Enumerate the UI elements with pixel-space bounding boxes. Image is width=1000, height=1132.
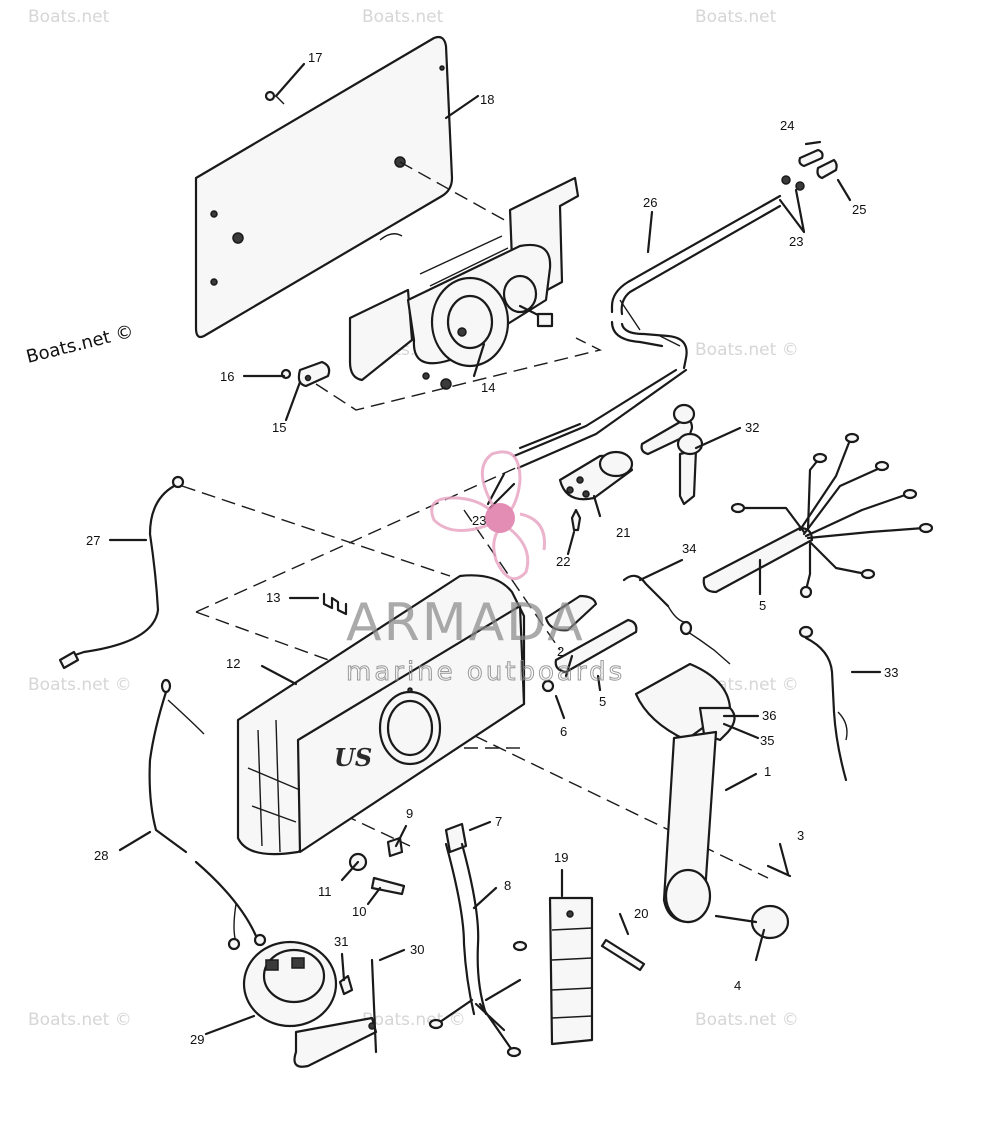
watermark-left-lower: Boats.net © <box>28 675 132 695</box>
bushing-15 <box>297 360 331 388</box>
ignition-switch-21 <box>558 450 634 501</box>
bolt-20 <box>600 938 646 972</box>
propeller-logo <box>430 450 546 581</box>
callout-21: 21 <box>616 525 630 540</box>
screw-9 <box>386 836 404 858</box>
callout-6: 6 <box>560 724 567 739</box>
callout-33: 33 <box>884 665 898 680</box>
keys-32 <box>640 403 704 506</box>
watermark-main: Boats.net © <box>24 321 136 368</box>
callout-7: 7 <box>495 814 502 829</box>
callout-13: 13 <box>266 590 280 605</box>
callout-34: 34 <box>682 541 696 556</box>
mounting-plate-18 <box>194 35 454 339</box>
callout-24: 24 <box>780 118 794 133</box>
callout-12: 12 <box>226 656 240 671</box>
callout-16: 16 <box>220 369 234 384</box>
callout-15: 15 <box>272 420 286 435</box>
callout-17: 17 <box>308 50 322 65</box>
callout-32: 32 <box>745 420 759 435</box>
screw-22 <box>570 508 582 532</box>
callout-8: 8 <box>504 878 511 893</box>
switch-2 <box>544 594 598 632</box>
screw-30 <box>370 958 378 1054</box>
spring-13 <box>322 592 348 616</box>
leader-lines <box>108 62 882 1036</box>
callout-23-switch: 23 <box>472 513 486 528</box>
pin-3 <box>766 864 792 878</box>
shaft-5 <box>554 618 638 674</box>
callout-5-harness: 5 <box>759 598 766 613</box>
callout-23-top: 23 <box>789 234 803 249</box>
control-cables-26 <box>512 194 782 470</box>
watermark-corner-tm: Boats.net <box>362 7 444 27</box>
watermark-bottom-right: Boats.net © <box>695 1010 799 1030</box>
callout-labels: 1 2 3 4 5 5 6 7 8 9 10 11 12 13 14 15 16… <box>86 50 898 1047</box>
callout-22: 22 <box>556 554 570 569</box>
callout-3: 3 <box>797 828 804 843</box>
callout-9: 9 <box>406 806 413 821</box>
callout-36: 36 <box>762 708 776 723</box>
wire-lead-33 <box>798 625 848 782</box>
knob-4 <box>750 904 790 940</box>
callout-14: 14 <box>481 380 495 395</box>
callout-25: 25 <box>852 202 866 217</box>
horn-29 <box>242 940 378 1068</box>
callout-35: 35 <box>760 733 774 748</box>
callout-18: 18 <box>480 92 494 107</box>
callout-20: 20 <box>634 906 648 921</box>
screw-31 <box>338 974 354 996</box>
screw-10 <box>370 876 406 896</box>
control-housing-12: US <box>236 574 526 856</box>
tube-7-wires-8 <box>428 822 528 1058</box>
watermark-mid-right: Boats.net © <box>695 340 799 360</box>
callout-19: 19 <box>554 850 568 865</box>
watermark-corner-tr: Boats.net <box>695 7 777 27</box>
terminal-block-19 <box>548 896 594 1046</box>
callout-28: 28 <box>94 848 108 863</box>
lanyard-34 <box>622 574 731 665</box>
callout-27: 27 <box>86 533 100 548</box>
callout-4: 4 <box>734 978 741 993</box>
callout-29: 29 <box>190 1032 204 1047</box>
callout-11: 11 <box>318 884 332 899</box>
armada-watermark: ARMADA marine outboards <box>346 450 625 688</box>
screw-17 <box>264 90 276 102</box>
callout-1: 1 <box>764 764 771 779</box>
brand-name: ARMADA <box>346 593 585 653</box>
wiring-harness-5 <box>702 432 934 599</box>
callout-2: 2 <box>557 644 564 659</box>
brand-subtitle: marine outboards <box>346 657 625 687</box>
callout-26: 26 <box>643 195 657 210</box>
control-handle-1 <box>634 662 736 924</box>
watermark-corner-tl: Boats.net <box>28 7 110 27</box>
clip-6 <box>541 679 555 693</box>
cable-ends-23-25 <box>781 148 838 191</box>
control-mechanism-14 <box>348 176 580 390</box>
watermark-bottom-mid: Boats.net © <box>362 1010 466 1030</box>
callout-30: 30 <box>410 942 424 957</box>
callout-10: 10 <box>352 904 366 919</box>
watermark-bottom-left: Boats.net © <box>28 1010 132 1030</box>
control-logo: US <box>334 743 372 772</box>
callout-31: 31 <box>334 934 348 949</box>
wire-lead-27 <box>58 475 185 670</box>
wire-lead-28 <box>148 678 267 951</box>
callout-5-shaft: 5 <box>599 694 606 709</box>
knob-link <box>714 914 758 924</box>
